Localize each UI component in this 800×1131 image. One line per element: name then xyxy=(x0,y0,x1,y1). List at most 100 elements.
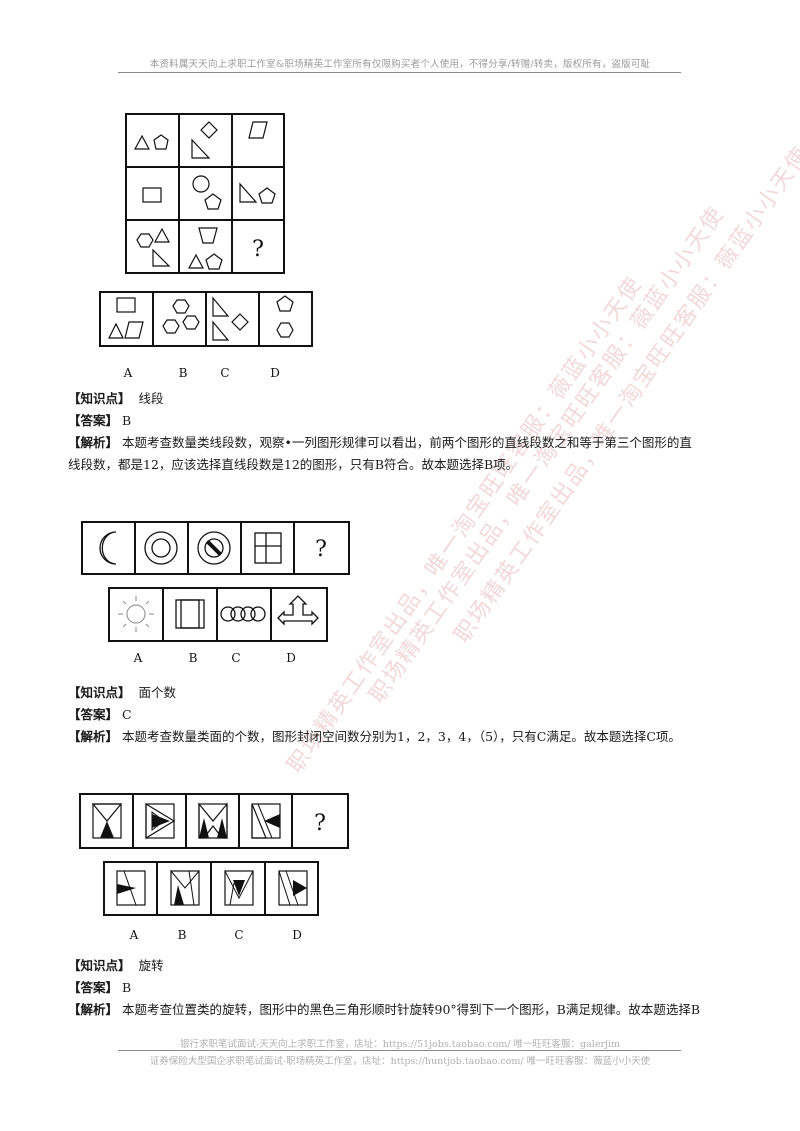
question1-grid xyxy=(125,113,285,274)
right-triangle-shape xyxy=(212,320,230,341)
question3-option-c: C xyxy=(234,928,243,942)
hexagon-shape xyxy=(276,322,294,338)
answer-value: B xyxy=(122,413,132,428)
question3-knowledge-line: 【知识点】 旋转 xyxy=(68,957,163,975)
footer-shop-info-1: 银行求职笔试面试-天天向上求职工作室，店址：https://51jobs.tao… xyxy=(180,1039,620,1050)
triangle-shape xyxy=(153,227,171,243)
window-shape xyxy=(254,532,282,564)
question1-answer-line: 【答案】 B xyxy=(68,412,131,430)
circle-shape xyxy=(192,175,210,193)
question2-options-strip xyxy=(108,587,328,642)
question1-option-d: D xyxy=(270,366,280,380)
question2-option-a: A xyxy=(133,651,143,665)
watermark-2: 职场精英工作室出品，唯一淘宝旺旺客服：薇蓝小小天使 xyxy=(364,201,730,708)
knowledge-label: 【知识点】 xyxy=(68,685,131,700)
question3-sequence-strip xyxy=(79,793,349,849)
question3-option-b: B xyxy=(178,928,187,942)
option-a-pattern xyxy=(117,870,137,906)
question3-option-d: D xyxy=(292,928,302,942)
question2-analysis-line1: 【解析】 本题考查数量类面的个数，图形封闭空间数分别为1，2，3，4，（5），只… xyxy=(68,728,681,746)
parallelogram-shape xyxy=(248,121,268,139)
right-triangle-shape xyxy=(152,248,171,267)
triangle-shape xyxy=(108,322,124,339)
answer-label: 【答案】 xyxy=(68,980,119,995)
question2-option-d: D xyxy=(286,651,296,665)
hexagon-shape xyxy=(162,319,180,334)
question3-answer-line: 【答案】 B xyxy=(68,979,131,997)
question1-option-b: B xyxy=(179,366,188,380)
question1-option-c: C xyxy=(220,366,229,380)
question3-option-a: A xyxy=(129,928,139,942)
footer-divider xyxy=(118,1050,681,1051)
trapezoid-shape xyxy=(198,227,218,244)
analysis-text: 本题考查数量类面的个数，图形封闭空间数分别为1，2，3，4，（5），只有C满足。… xyxy=(122,729,681,744)
question1-option-a: A xyxy=(123,366,133,380)
question1-figure: ? A B C D xyxy=(99,113,313,380)
question3-analysis-line1: 【解析】 本题考查位置类的旋转，图形中的黑色三角形顺时针旋转90°得到下一个图形… xyxy=(68,1001,700,1019)
inner-circle-shape xyxy=(204,538,224,558)
question2-answer-line: 【答案】 C xyxy=(68,706,132,724)
slash-bar-shape xyxy=(206,540,222,556)
question1-analysis-line2: 线段数，都是12，应该选择直线段数是12的图形，只有B符合。故本题选择B项。 xyxy=(68,456,518,474)
answer-value: B xyxy=(122,980,132,995)
pentagon-shape xyxy=(276,295,294,312)
hexagon-shape xyxy=(136,233,154,248)
analysis-label: 【解析】 xyxy=(68,1002,119,1017)
question1-knowledge-line: 【知识点】 线段 xyxy=(68,390,163,408)
analysis-text: 本题考查位置类的旋转，图形中的黑色三角形顺时针旋转90°得到下一个图形，B满足规… xyxy=(122,1002,701,1017)
hexagon-shape xyxy=(182,315,200,330)
diamond-shape xyxy=(231,313,249,331)
right-triangle-shape xyxy=(239,182,258,203)
m-shape-pattern xyxy=(198,802,228,839)
analysis-label: 【解析】 xyxy=(68,435,119,450)
analysis-text: 线段数，都是12，应该选择直线段数是12的图形，只有B符合。故本题选择B项。 xyxy=(68,457,519,472)
knowledge-value: 线段 xyxy=(138,391,164,406)
watermark-3: 职场精英工作室出品，唯一淘宝旺旺客服：薇蓝小小天使 xyxy=(449,141,800,648)
framed-rectangle-shape xyxy=(175,599,205,629)
footer-shop-info-2: 证券保险大型国企求职笔试面试-职场精英工作室，店址：https://huntjo… xyxy=(149,1056,651,1067)
option-c-pattern xyxy=(224,870,254,906)
outer-circle-shape xyxy=(144,531,178,565)
question2-figure: ? A B C D xyxy=(81,521,350,665)
question2-sequence-strip xyxy=(81,521,350,575)
header-copyright-note: 本资料属天天向上求职工作室&职场精英工作室所有仅限购买者个人使用，不得分享/转赠… xyxy=(149,59,651,70)
analysis-text: 本题考查数量类线段数，观察•一列图形规律可以看出，前两个图形的直线段数之和等于第… xyxy=(122,435,692,450)
rectangle-shape xyxy=(116,297,136,313)
question3-options-strip xyxy=(103,861,319,916)
answer-label: 【答案】 xyxy=(68,707,119,722)
option-b-pattern xyxy=(170,869,200,906)
knowledge-value: 面个数 xyxy=(138,685,176,700)
knowledge-label: 【知识点】 xyxy=(68,391,131,406)
crescent-shape xyxy=(99,531,117,565)
ring-shape xyxy=(240,606,256,622)
inner-circle-shape xyxy=(151,538,171,558)
outer-circle-shape xyxy=(197,531,231,565)
right-triangle-shape xyxy=(212,296,230,317)
sun-shape xyxy=(126,604,146,624)
diamond-shape xyxy=(200,121,218,139)
three-way-arrow-shape xyxy=(277,595,319,626)
answer-label: 【答案】 xyxy=(68,413,119,428)
arrow-left-pattern xyxy=(251,803,280,839)
hexagon-shape xyxy=(172,299,190,314)
ring-shape xyxy=(250,606,266,622)
question1-analysis-line1: 【解析】 本题考查数量类线段数，观察•一列图形规律可以看出，前两个图形的直线段数… xyxy=(68,434,692,452)
ring-shape xyxy=(220,606,236,622)
answer-value: C xyxy=(122,707,132,722)
triangle-shape xyxy=(133,134,151,150)
ring-shape xyxy=(230,606,246,622)
pentagon-shape xyxy=(205,253,223,270)
pentagon-shape xyxy=(258,187,276,204)
analysis-label: 【解析】 xyxy=(68,729,119,744)
question2-question-mark: ? xyxy=(315,537,327,562)
hourglass-pattern xyxy=(91,803,123,838)
question3-figure: ? A B C D xyxy=(79,793,349,942)
pentagon-shape xyxy=(204,193,222,210)
option-d-pattern xyxy=(278,870,307,906)
question2-knowledge-line: 【知识点】 面个数 xyxy=(68,684,176,702)
knowledge-label: 【知识点】 xyxy=(68,958,131,973)
question3-question-mark: ? xyxy=(314,811,326,836)
parallelogram-shape xyxy=(124,321,144,339)
question1-question-mark: ? xyxy=(252,237,264,262)
header-divider xyxy=(118,72,681,73)
